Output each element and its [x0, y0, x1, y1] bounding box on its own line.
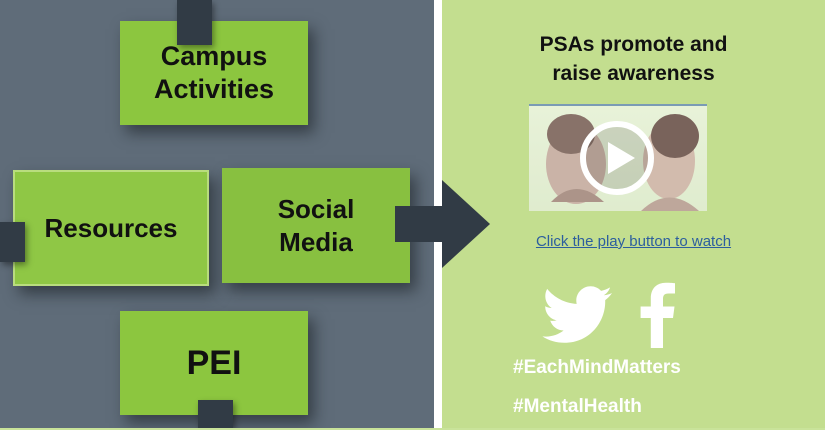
- psa-title-line1: PSAs promote and: [539, 33, 728, 56]
- social-media-tile[interactable]: Social Media: [222, 168, 410, 283]
- watch-link[interactable]: Click the play button to watch: [535, 233, 732, 250]
- pei-tile[interactable]: PEI: [120, 311, 308, 415]
- hashtag-mentalhealth: #MentalHealth: [513, 396, 642, 417]
- twitter-icon[interactable]: [542, 285, 614, 345]
- left-connector: [0, 222, 25, 262]
- psa-video-thumbnail[interactable]: [529, 104, 707, 211]
- campus-activities-tile[interactable]: Campus Activities: [120, 21, 308, 125]
- campus-label-line1: Campus: [160, 41, 268, 71]
- pei-label: PEI: [186, 343, 242, 382]
- facebook-icon[interactable]: [637, 282, 677, 348]
- resources-tile[interactable]: Resources: [13, 170, 209, 286]
- bottom-strip: [0, 428, 825, 441]
- psa-panel: PSAs promote and raise awareness Click t…: [442, 0, 825, 428]
- top-connector: [177, 0, 212, 45]
- diagram-panel: Campus Activities Resources Social Media…: [0, 0, 434, 428]
- campus-label-line2: Activities: [153, 74, 275, 104]
- play-icon[interactable]: [577, 118, 657, 198]
- psa-title-line2: raise awareness: [552, 62, 715, 85]
- social-label-line2: Media: [279, 226, 353, 257]
- hashtag-eachmindmatters: #EachMindMatters: [513, 357, 681, 378]
- social-media-label: Social Media: [278, 193, 355, 259]
- bottom-connector: [198, 400, 233, 428]
- arrow-connector: [395, 180, 490, 268]
- social-label-line1: Social: [277, 193, 355, 224]
- campus-activities-label: Campus Activities: [154, 40, 274, 106]
- resources-label: Resources: [44, 212, 178, 243]
